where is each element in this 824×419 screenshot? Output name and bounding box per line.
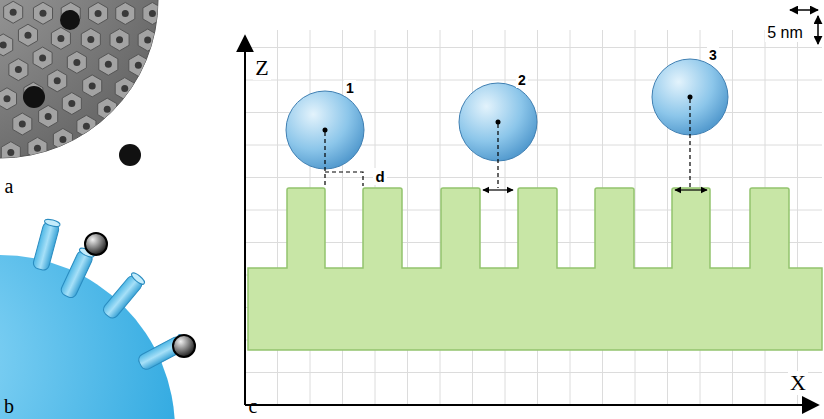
panel-letter: b (2, 395, 16, 417)
nanoparticles (286, 59, 728, 169)
capsid (0, 0, 162, 166)
panel-letter: a (3, 175, 16, 197)
cell (0, 218, 195, 419)
callout-number: 3 (707, 47, 719, 63)
grid (245, 30, 822, 405)
panel-letter: c (247, 395, 260, 417)
callout-number: 2 (516, 72, 528, 88)
scale-label: 5 nm (765, 24, 805, 42)
measure-lines (325, 99, 707, 190)
axis-label: Z (253, 56, 270, 80)
dimension-label: d (373, 168, 386, 185)
callout-number: 1 (344, 80, 356, 96)
axes (245, 36, 818, 405)
axis-label: X (788, 371, 808, 395)
substrate (248, 188, 822, 350)
